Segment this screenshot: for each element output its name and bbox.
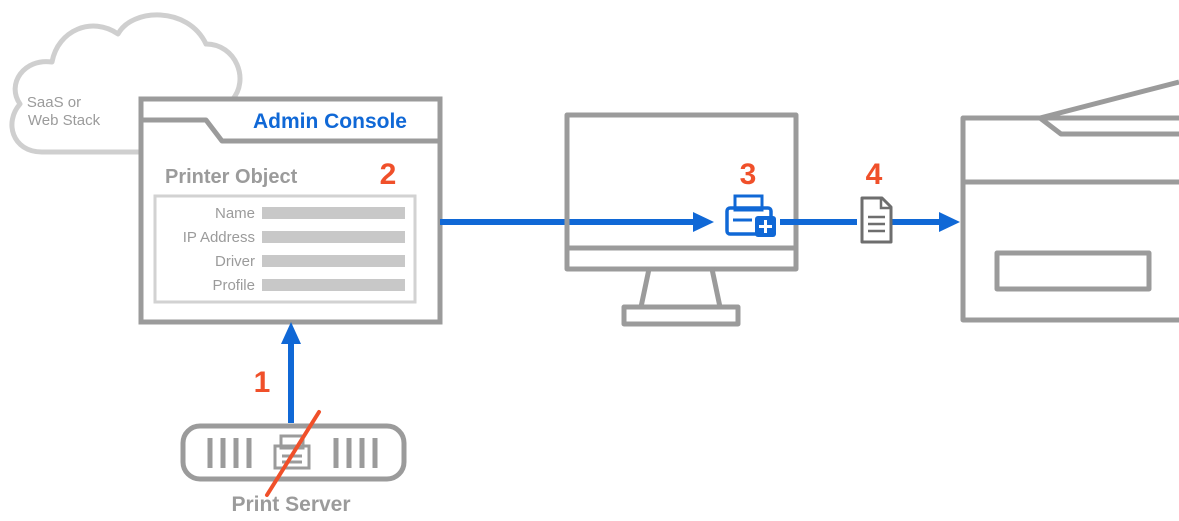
arrow-console-to-workstation — [440, 212, 714, 232]
document-icon — [860, 196, 893, 244]
admin-console-title: Admin Console — [253, 110, 407, 133]
cloud-icon — [9, 12, 243, 155]
cloud-label-line2: Web Stack — [28, 112, 101, 129]
step-1-number: 1 — [254, 366, 271, 399]
cloud-label-line1: SaaS or — [27, 94, 81, 111]
add-printer-icon — [725, 194, 776, 237]
field-value-bar-profile — [262, 279, 405, 291]
step-4-number: 4 — [866, 158, 883, 191]
arrow-workstation-to-printer — [780, 212, 960, 232]
step-2-number: 2 — [380, 158, 397, 191]
printer-object-title: Printer Object — [165, 166, 298, 188]
strike-out-line — [265, 410, 321, 497]
print-server-label: Print Server — [231, 493, 350, 516]
printer-device-icon — [960, 79, 1179, 323]
field-value-bar-name — [262, 207, 405, 219]
field-value-bar-driver — [262, 255, 405, 267]
field-label-name: Name — [215, 205, 255, 222]
monitor-icon — [564, 112, 799, 327]
step-3-number: 3 — [740, 158, 757, 191]
field-value-bar-ip-address — [262, 231, 405, 243]
field-label-profile: Profile — [212, 277, 255, 294]
field-label-ip-address: IP Address — [183, 229, 255, 246]
arrow-print-server-to-console — [281, 322, 301, 423]
field-label-driver: Driver — [215, 253, 255, 270]
